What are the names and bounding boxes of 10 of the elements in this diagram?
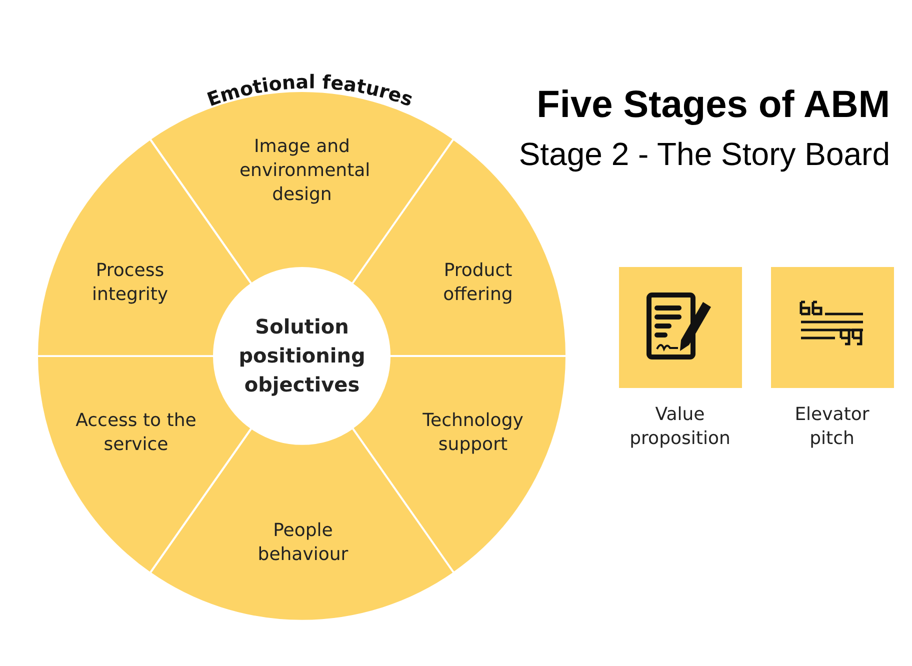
tile-caption: Elevator pitch xyxy=(794,403,870,451)
segment-label: Product offering xyxy=(442,258,514,307)
segment-label: People behaviour xyxy=(256,518,350,567)
segment-label: Process integrity xyxy=(90,258,170,307)
title: Five Stages of ABM xyxy=(536,84,890,127)
subtitle: Stage 2 - The Story Board xyxy=(518,136,890,173)
segment-label: Technology support xyxy=(422,409,524,457)
tile-caption: Value proposition xyxy=(628,403,732,451)
segment-label: Access to the service xyxy=(74,409,198,457)
center-label: Solution positioning objectives xyxy=(238,314,366,398)
